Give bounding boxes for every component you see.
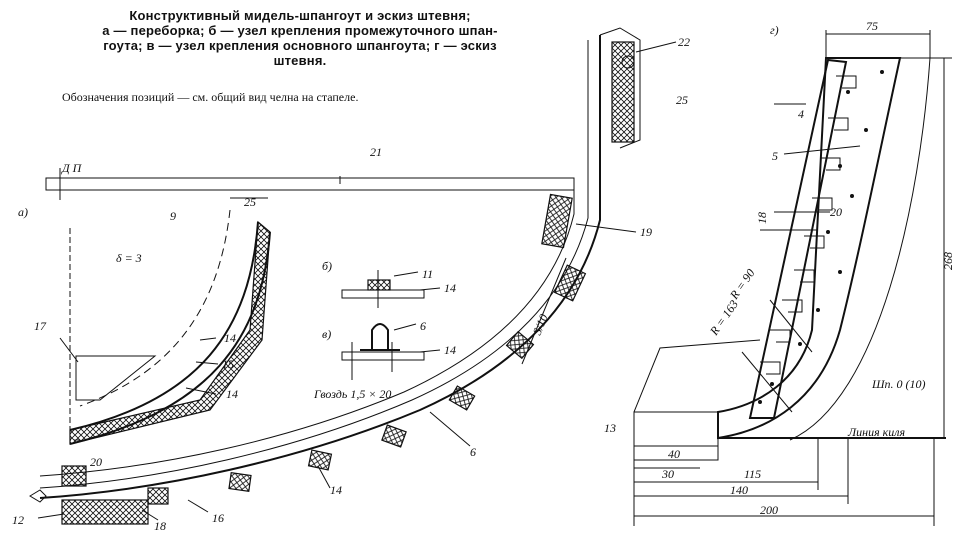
stringer-block-1: [553, 264, 587, 302]
caption-line-2: а — переборка; б — узел крепления промеж…: [102, 23, 498, 38]
pos-5: 5: [772, 149, 778, 163]
pos-6-detail: 6: [420, 319, 426, 333]
caption-line-3: гоута; в — узел крепления основного шпан…: [103, 38, 497, 53]
dim-115: 115: [744, 467, 761, 481]
dim-30: 30: [661, 467, 674, 481]
dim-268: 268: [941, 252, 955, 270]
midship-frame: [29, 27, 677, 525]
stem-plank-4: [748, 58, 848, 419]
beam-21: [45, 177, 575, 191]
gunwale-25: [599, 27, 641, 149]
stringer-block-6: [228, 472, 252, 492]
caption-title: Конструктивный мидель-шпангоут и эскиз ш…: [129, 8, 471, 23]
keel-end-12: [29, 489, 47, 503]
detail-g-stem: [633, 30, 952, 526]
pos-13: 13: [604, 421, 616, 435]
pos-17: 17: [34, 319, 47, 333]
pos-19: 19: [640, 225, 652, 239]
bulkhead-dashed: [79, 209, 231, 407]
label-shp: Шп. 0 (10): [871, 377, 926, 391]
pos-6-main: 6: [470, 445, 476, 459]
dim-200: 200: [760, 503, 778, 517]
detail-b: [341, 270, 441, 308]
b-plank: [341, 289, 425, 299]
bolt-22: [621, 55, 635, 69]
pos-14-d: 14: [444, 343, 456, 357]
pos-14-e: 14: [330, 483, 342, 497]
pos-9: 9: [170, 209, 176, 223]
stringer-block-7: [147, 487, 169, 505]
label-v: в): [322, 327, 331, 341]
label-b: б): [322, 259, 332, 273]
v-plank: [341, 351, 425, 361]
keel-batten-20: [61, 465, 87, 487]
gunwale-block: [611, 41, 635, 143]
caption-note: Обозначения позиций — см. общий вид челн…: [62, 90, 359, 104]
label-s10: S/10: [530, 312, 551, 337]
stem-outer: [789, 57, 931, 441]
bulkhead-framing: [69, 220, 271, 445]
label-delta: δ = 3: [116, 251, 142, 265]
stringer-19: [541, 193, 573, 249]
stringer-block-3: [448, 385, 476, 411]
frame-inner-6: [39, 178, 575, 477]
pos-12: 12: [12, 513, 24, 527]
floor-17: [75, 355, 157, 401]
detail-v: [341, 323, 441, 380]
dim-40: 40: [668, 447, 680, 461]
stringer-block-4: [381, 424, 407, 448]
label-nail: Гвоздь 1,5 × 20: [313, 387, 391, 401]
dim-18: 18: [755, 212, 769, 224]
dim-75: 75: [866, 19, 878, 33]
pos-18: 18: [154, 519, 166, 533]
label-keel-line: Линия киля: [847, 425, 906, 439]
dim-140: 140: [730, 483, 748, 497]
label-r163: R = 163: [706, 297, 741, 338]
label-g: г): [770, 23, 779, 37]
stringer-block-5: [307, 449, 333, 471]
bulkhead-edge: [69, 228, 80, 441]
label-a: а): [18, 205, 28, 219]
stem-outline: [717, 57, 902, 440]
dim-r90: [769, 299, 813, 353]
pos-25: 25: [676, 93, 688, 107]
label-dp: Д П: [61, 161, 83, 175]
pos-21: 21: [370, 145, 382, 159]
detail-a-bulkhead: [59, 197, 271, 445]
pos-14-a: 14: [224, 331, 236, 345]
pos-4: 4: [798, 107, 804, 121]
pos-14-b: 14: [226, 387, 238, 401]
pos-16: 16: [212, 511, 224, 525]
pos-22: 22: [678, 35, 690, 49]
pos-14-c: 14: [444, 281, 456, 295]
dim-25: 25: [244, 195, 256, 209]
pos-11: 11: [422, 267, 433, 281]
v-frame-6: [371, 323, 389, 350]
figure-caption: Конструктивный мидель-шпангоут и эскиз ш…: [0, 8, 600, 68]
keel-18: [61, 499, 149, 525]
label-r90: R = 90: [726, 266, 757, 302]
pos-15: 15: [222, 357, 234, 371]
dim-r163: [741, 351, 793, 413]
b-batten-11: [367, 279, 391, 291]
bulkhead-outline: [69, 221, 259, 431]
caption-line-4: штевня.: [273, 53, 327, 68]
pos-20-a: 20: [90, 455, 102, 469]
pos-20-b: 20: [830, 205, 842, 219]
dim-s10: [521, 257, 567, 365]
